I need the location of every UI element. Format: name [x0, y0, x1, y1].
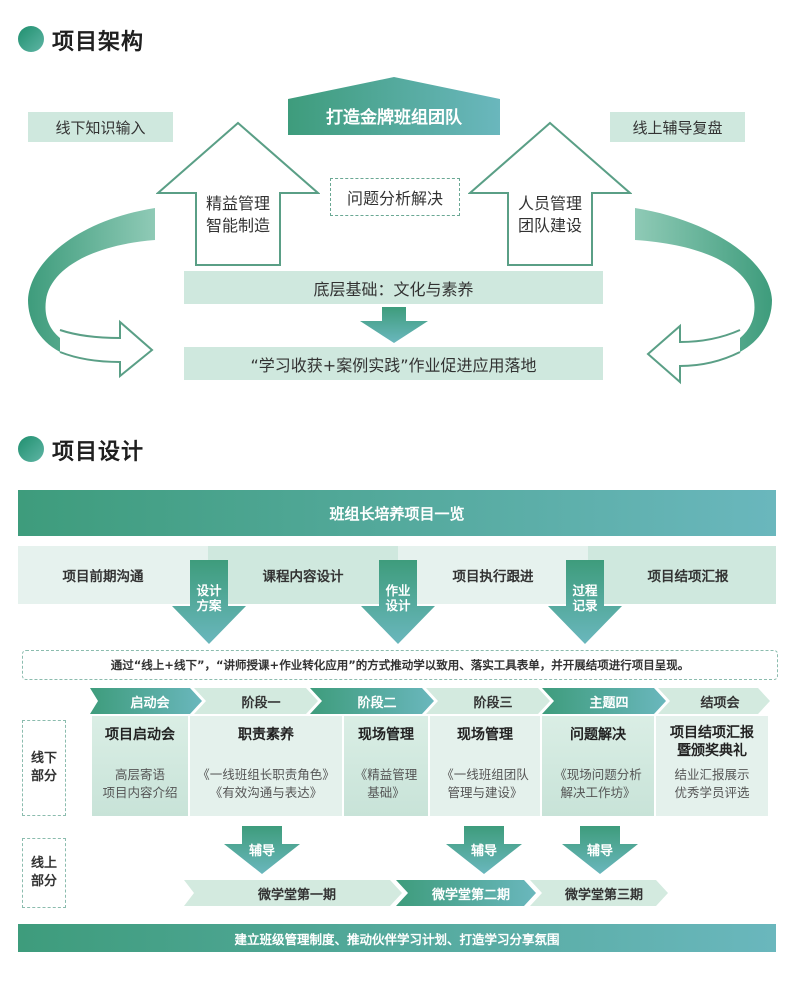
- card-2-desc: 《一线班组长职责角色》 《有效沟通与表达》: [197, 766, 335, 800]
- coaching-label-2: 辅导: [470, 843, 497, 859]
- phase-chevrons: [90, 688, 770, 714]
- micro-chevron-2: [396, 880, 536, 906]
- phase-label-6: 结项会: [700, 695, 740, 711]
- coaching-arrow-shape-3: [562, 826, 638, 874]
- phase-label-2: 阶段一: [241, 695, 281, 711]
- card-3-title: 现场管理: [358, 727, 414, 743]
- flow-arrow-shape-1: [172, 560, 246, 644]
- flow-arrow-label-3: 过程 记录: [572, 583, 598, 613]
- card-5: [542, 716, 654, 816]
- offline-label: 线下 部分: [22, 720, 66, 816]
- flow-item-4: 项目结项汇报: [647, 569, 729, 585]
- micro-label-3: 微学堂第三期: [564, 887, 643, 903]
- flow-item-2: 课程内容设计: [262, 569, 344, 585]
- card-2-title: 职责素养: [238, 727, 294, 743]
- flow-bg-1: [18, 546, 208, 604]
- card-3-desc: 《精益管理 基础》: [354, 766, 418, 800]
- card-1: [92, 716, 188, 816]
- flow-bg-4: [588, 546, 776, 604]
- left-house-arrow: [156, 121, 320, 266]
- flow-arrow-shape-2: [361, 560, 435, 644]
- card-3: [344, 716, 428, 816]
- phase-chevron-5: [542, 688, 666, 714]
- card-1-desc: 高层寄语 项目内容介绍: [102, 766, 178, 800]
- coaching-label-3: 辅导: [586, 843, 613, 859]
- phase-chevron-3: [310, 688, 434, 714]
- flow-bg-2: [208, 546, 398, 604]
- right-house-arrow: [468, 121, 632, 266]
- card-1-title: 项目启动会: [105, 727, 175, 743]
- right-house-text: 人员管理 团队建设: [508, 190, 592, 240]
- section-bullet-icon: [18, 26, 44, 52]
- right-house-line1: 人员管理: [517, 193, 582, 213]
- right-curved-arrow: [635, 208, 772, 385]
- section-bullet-icon: [18, 436, 44, 462]
- card-4: [430, 716, 540, 816]
- overview-bar: 班组长培养项目一览: [18, 490, 776, 536]
- card-5-desc: 《现场问题分析 解决工作坊》: [554, 766, 642, 800]
- card-6: [656, 716, 768, 816]
- footer-bar: 建立班级管理制度、推动伙伴学习计划、打造学习分享氛围: [18, 924, 776, 952]
- phase-chevron-1: [90, 688, 202, 714]
- left-house-text: 精益管理 智能制造: [196, 190, 280, 240]
- right-house-line2: 团队建设: [517, 216, 582, 235]
- card-6-desc: 结业汇报展示 优秀学员评选: [674, 766, 750, 800]
- section-title-design: 项目设计: [52, 440, 145, 465]
- micro-chevron-3: [530, 880, 668, 906]
- card-2: [190, 716, 342, 816]
- method-box: 通过“线上+线下”，“讲师授课+作业转化应用”的方式推动学以致用、落实工具表单，…: [22, 650, 778, 680]
- left-house-line1: 精益管理: [205, 193, 270, 213]
- center-box: 问题分析解决: [330, 178, 460, 216]
- flow-bg-3: [398, 546, 588, 604]
- card-5-title: 问题解决: [570, 727, 626, 743]
- top-banner-shape: [288, 77, 500, 135]
- phase-label-3: 阶段二: [357, 695, 397, 711]
- phase-label-4: 阶段三: [473, 695, 513, 711]
- flow-item-3: 项目执行跟进: [452, 569, 534, 585]
- left-curved-arrow: [28, 208, 155, 379]
- micro-chevrons: [184, 880, 668, 906]
- right-label: 线上辅导复盘: [610, 112, 745, 142]
- phase-chevron-2: [194, 688, 318, 714]
- card-4-desc: 《一线班组团队 管理与建设》: [441, 766, 529, 800]
- online-label: 线上 部分: [22, 838, 66, 908]
- landing-bar: “学习收获+案例实践”作业促进应用落地: [184, 347, 603, 380]
- left-house-line2: 智能制造: [205, 216, 270, 235]
- flow-arrow-label-1: 设计 方案: [196, 583, 222, 613]
- phase-label-1: 启动会: [130, 695, 170, 711]
- flow-arrow-shape-3: [548, 560, 622, 644]
- flow-item-1: 项目前期沟通: [62, 569, 144, 585]
- left-label: 线下知识输入: [28, 112, 173, 142]
- down-arrow-icon: [360, 307, 428, 343]
- coaching-label-1: 辅导: [248, 843, 275, 859]
- micro-label-2: 微学堂第二期: [431, 887, 510, 903]
- coaching-arrow-shape-1: [224, 826, 300, 874]
- section-title-architecture: 项目架构: [52, 30, 145, 55]
- phase-chevron-6: [658, 688, 770, 714]
- top-banner: 打造金牌班组团队: [326, 107, 462, 128]
- card-4-title: 现场管理: [457, 727, 513, 743]
- phase-label-5: 主题四: [589, 695, 629, 711]
- foundation-bar: 底层基础：文化与素养: [184, 271, 603, 304]
- micro-label-1: 微学堂第一期: [257, 887, 336, 903]
- card-6-title: 项目结项汇报 暨颁奖典礼: [670, 724, 754, 759]
- coaching-arrow-shape-2: [446, 826, 522, 874]
- phase-chevron-4: [426, 688, 550, 714]
- micro-chevron-1: [184, 880, 402, 906]
- flow-arrow-label-2: 作业 设计: [385, 583, 411, 613]
